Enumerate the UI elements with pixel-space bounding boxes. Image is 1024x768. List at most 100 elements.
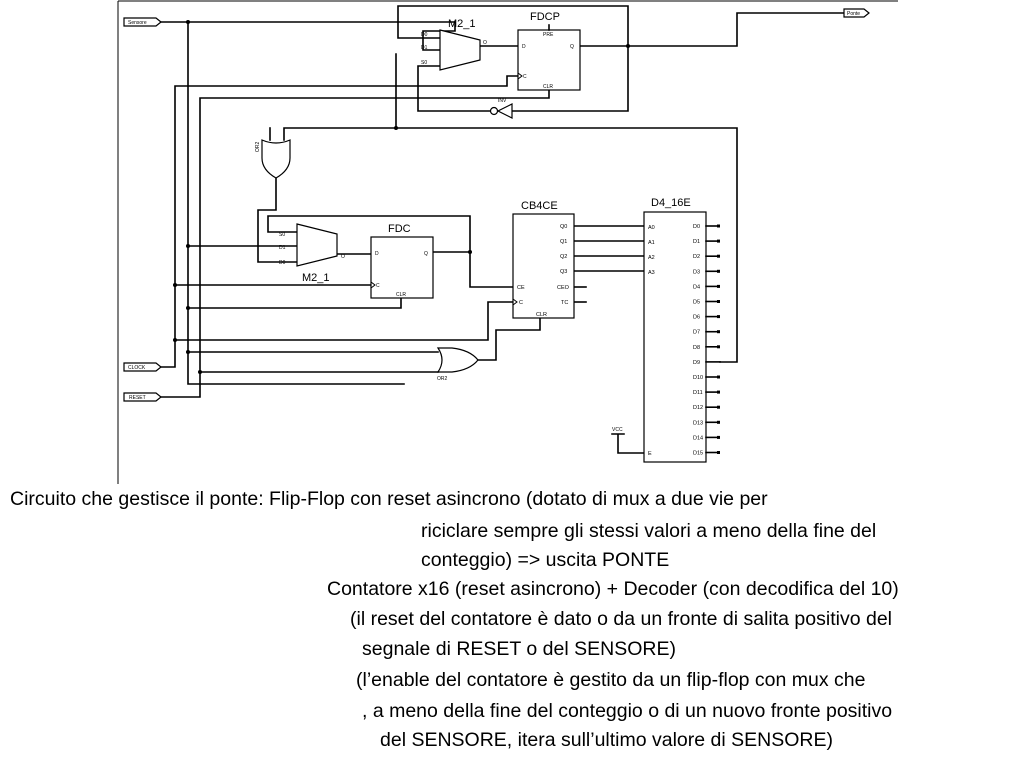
port-sensore-label: Sensore: [128, 20, 147, 26]
decoder-output-terminal: [717, 315, 720, 319]
or-upper-name: OR2: [255, 142, 261, 153]
d4-16e-decoder: D4_16E A0 A1 A2 A3 E D0D1D2D3D4D5D6D7D8D…: [643, 197, 721, 463]
fdcp-clr: CLR: [543, 84, 553, 90]
mux-top-d1: D1: [421, 45, 428, 51]
decoder-output-terminal: [717, 375, 720, 379]
fdc-flipflop: FDC D C Q CLR: [370, 223, 434, 299]
fdcp-c: C: [523, 74, 527, 80]
cb4ce-tc: TC: [561, 300, 568, 306]
port-reset-label: RESET: [129, 395, 146, 401]
sheet-border: [117, 0, 898, 484]
cb4ce-q1: Q1: [560, 239, 567, 245]
cb4ce-c: C: [519, 300, 523, 306]
mux-top-o: O: [483, 40, 487, 46]
mux-bottom-d0: D0: [279, 260, 286, 266]
decoder-output-terminal: [717, 224, 720, 228]
decoder-a2: A2: [648, 255, 655, 261]
junction-dots: [173, 20, 630, 374]
caption-line-6: segnale di RESET o del SENSORE): [362, 638, 676, 660]
caption-line-4: Contatore x16 (reset asincrono) + Decode…: [327, 578, 899, 600]
decoder-output-terminal: [717, 269, 720, 273]
mux-bottom-name: M2_1: [302, 272, 330, 284]
fdc-name: FDC: [388, 223, 411, 235]
decoder-output-label: D7: [693, 330, 700, 336]
inverter: INV: [489, 98, 513, 119]
caption-line-3: conteggio) => uscita PONTE: [421, 549, 670, 571]
cb4ce-clr: CLR: [536, 312, 547, 318]
or-gate-lower: OR2: [436, 347, 479, 382]
decoder-output-terminal: [717, 420, 720, 424]
fdcp-q: Q: [570, 44, 574, 50]
cb4ce-ce: CE: [517, 285, 525, 291]
decoder-output-terminal: [717, 435, 720, 439]
decoder-output-label: D11: [693, 390, 703, 396]
cb4ce-ceo: CEO: [557, 285, 570, 291]
decoder-output-label: D0: [693, 224, 700, 230]
mux-bottom-d1: D1: [279, 245, 286, 251]
decoder-output-label: D2: [693, 254, 700, 260]
inverter-name: INV: [498, 98, 507, 104]
caption-line-2: riciclare sempre gli stessi valori a men…: [421, 520, 877, 542]
decoder-output-label: D8: [693, 345, 700, 351]
decoder-output-label: D5: [693, 300, 700, 306]
cb4ce-name: CB4CE: [521, 200, 558, 212]
decoder-a1: A1: [648, 240, 655, 246]
fdcp-pre: PRE: [543, 32, 554, 38]
port-sensore: Sensore: [123, 17, 162, 27]
decoder-output-label: D14: [693, 435, 703, 441]
or-gate-upper: OR2: [255, 139, 291, 179]
wires: [160, 5, 845, 454]
mux-bottom-s0: S0: [279, 232, 285, 238]
decoder-output-label: D4: [693, 284, 700, 290]
decoder-output-label: D10: [693, 375, 703, 381]
cb4ce-q2: Q2: [560, 254, 567, 260]
cb4ce-q0: Q0: [560, 224, 567, 230]
cb4ce-counter: CB4CE Q0 Q1 Q2 Q3 CEO TC CE C CLR: [512, 200, 575, 319]
decoder-e: E: [648, 451, 652, 457]
decoder-output-terminal: [717, 284, 720, 288]
decoder-output-label: D12: [693, 405, 703, 411]
fdc-d: D: [375, 251, 379, 257]
caption-line-9: del SENSORE, itera sull’ultimo valore di…: [380, 729, 833, 751]
fdcp-flipflop: FDCP D C Q PRE CLR: [517, 11, 581, 91]
fdc-clr: CLR: [396, 292, 406, 298]
caption-line-8: , a meno della fine del conteggio o di u…: [362, 700, 893, 722]
port-clock-label: CLOCK: [128, 365, 146, 371]
fdcp-name: FDCP: [530, 11, 560, 23]
mux-top-name: M2_1: [448, 18, 476, 30]
decoder-output-label: D9: [693, 360, 700, 366]
decoder-output-label: D1: [693, 239, 700, 245]
decoder-output-label: D3: [693, 269, 700, 275]
decoder-a0: A0: [648, 225, 655, 231]
decoder-output-label: D6: [693, 315, 700, 321]
decoder-a3: A3: [648, 270, 655, 276]
decoder-output-terminal: [717, 405, 720, 409]
mux-bottom-o: O: [341, 254, 345, 260]
circuit-schematic: Sensore CLOCK RESET Ponte M2_1 D0 D1 S0 …: [117, 0, 898, 484]
port-reset: RESET: [123, 392, 162, 402]
decoder-output-terminal: [717, 390, 720, 394]
decoder-output-terminal: [717, 330, 720, 334]
mux-bottom: M2_1 S0 D1 D0 O: [279, 223, 345, 284]
port-clock: CLOCK: [123, 362, 162, 372]
fdc-q: Q: [424, 251, 428, 257]
caption-line-1: Circuito che gestisce il ponte: Flip-Flo…: [10, 488, 768, 510]
cb4ce-q3: Q3: [560, 269, 567, 275]
mux-top-s0: S0: [421, 60, 427, 66]
caption: Circuito che gestisce il ponte: Flip-Flo…: [0, 484, 1024, 768]
caption-line-5: (il reset del contatore è dato o da un f…: [350, 608, 892, 630]
decoder-output-terminal: [717, 345, 720, 349]
vcc-symbol: VCC: [612, 427, 623, 433]
decoder-output-label: D15: [693, 451, 703, 457]
fdcp-d: D: [522, 44, 526, 50]
fdc-c: C: [376, 283, 380, 289]
mux-top-d0: D0: [421, 32, 428, 38]
decoder-name: D4_16E: [651, 197, 691, 209]
decoder-output-label: D13: [693, 420, 703, 426]
or-lower-name: OR2: [437, 376, 448, 382]
decoder-output-terminal: [717, 300, 720, 303]
decoder-output-terminal: [717, 451, 720, 454]
decoder-output-terminal: [717, 254, 720, 258]
mux-top: M2_1 D0 D1 S0 O: [421, 18, 487, 71]
